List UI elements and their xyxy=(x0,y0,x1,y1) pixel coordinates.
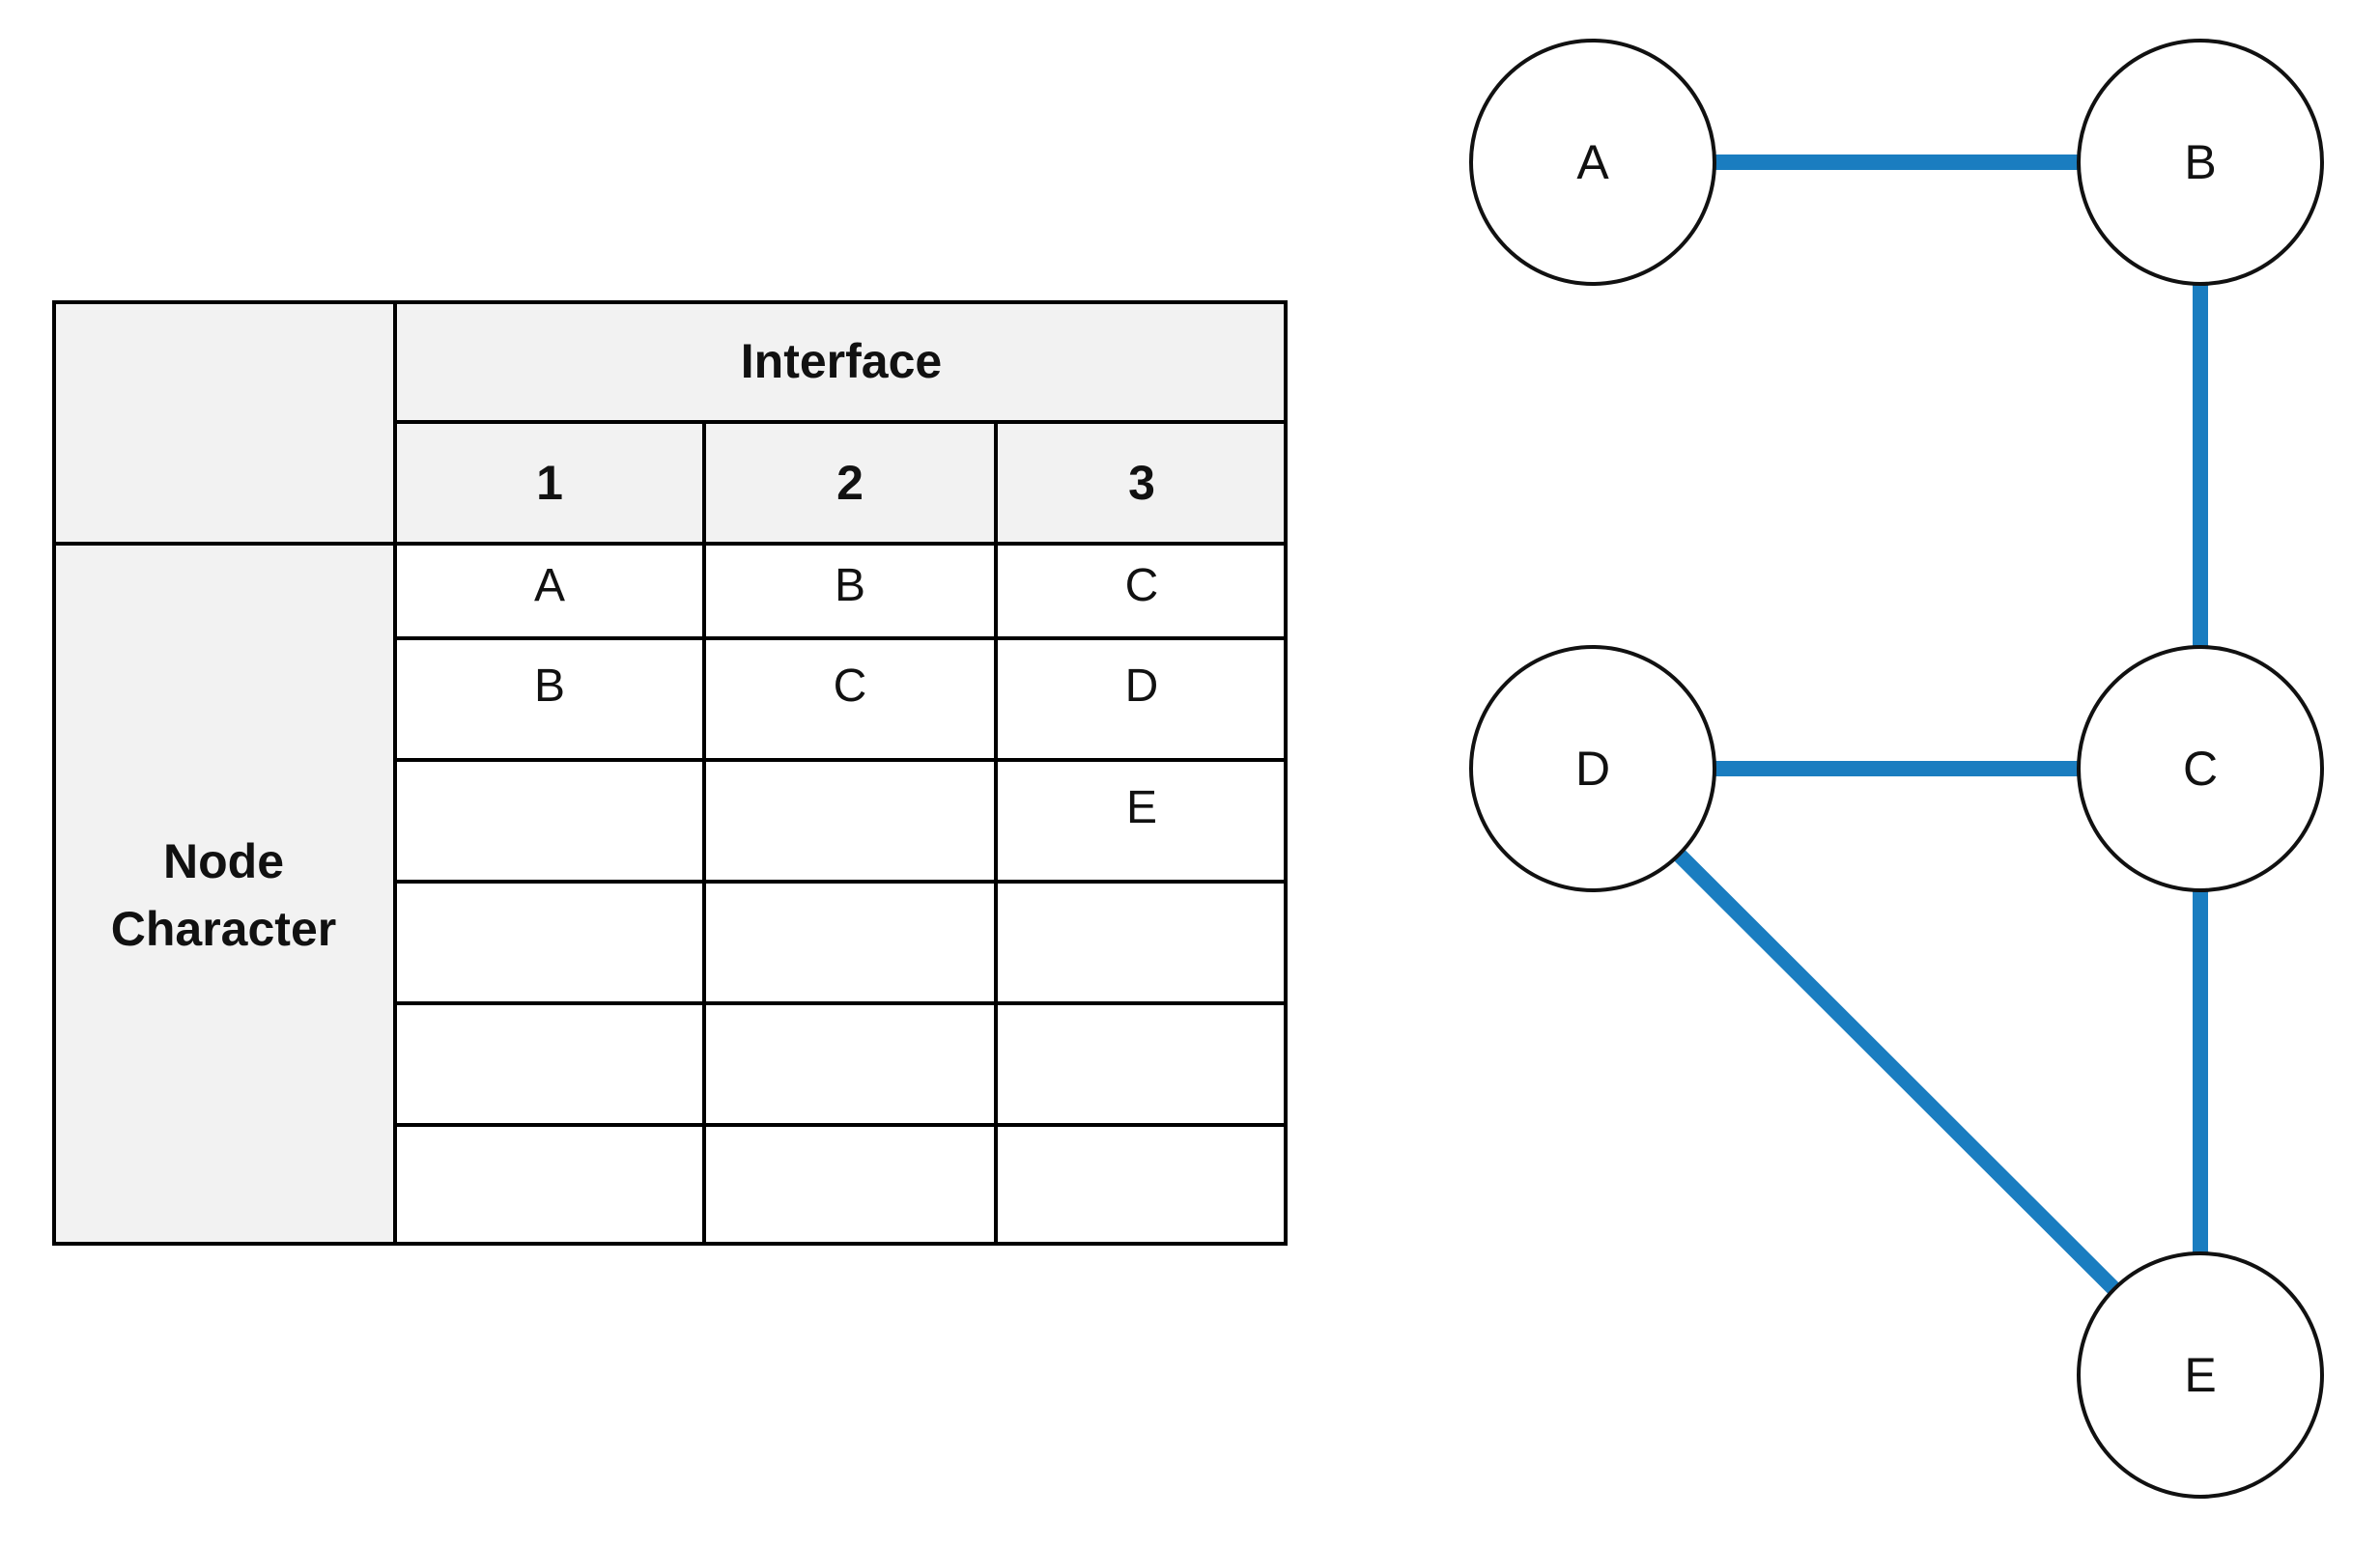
node-label: A xyxy=(1576,135,1609,189)
node-circle xyxy=(2077,1251,2324,1499)
table-cell xyxy=(996,1003,1288,1125)
table-border-bottom xyxy=(52,1242,1288,1246)
node-C: C xyxy=(2077,645,2324,892)
column-header-3: 3 xyxy=(996,422,1288,544)
col-divider-2 xyxy=(994,422,998,1246)
node-character-header: Node Character xyxy=(52,544,395,1246)
row-header-divider xyxy=(393,300,397,1246)
table-cell xyxy=(395,1125,704,1246)
table-cell xyxy=(704,882,996,1003)
table-cell xyxy=(996,1125,1288,1246)
table-cell xyxy=(395,760,704,882)
network-graph: A B C D E xyxy=(1469,39,2324,1499)
row-divider xyxy=(395,880,1288,884)
edge-D-E xyxy=(1673,849,2120,1295)
table-cell: B xyxy=(834,560,865,611)
table-cell: E xyxy=(1125,782,1157,833)
table-cell: A xyxy=(533,560,565,611)
row-divider xyxy=(395,636,1288,640)
node-A: A xyxy=(1469,39,1716,286)
node-label: C xyxy=(2183,742,2218,796)
column-header-2: 2 xyxy=(704,422,996,544)
node-circle xyxy=(2077,645,2324,892)
corner-cell xyxy=(52,300,395,544)
table-cell: C xyxy=(833,660,867,712)
row-divider xyxy=(395,1001,1288,1005)
node-circle xyxy=(1469,39,1716,286)
node-B: B xyxy=(2077,39,2324,286)
column-header-1: 1 xyxy=(395,422,704,544)
table-cell xyxy=(395,882,704,1003)
table-border-top xyxy=(52,300,1288,304)
table-cell: C xyxy=(1124,560,1159,611)
table-cell: B xyxy=(533,660,565,712)
table-cell xyxy=(704,1125,996,1246)
row-divider xyxy=(395,1123,1288,1127)
interface-header: Interface xyxy=(395,300,1288,422)
row-divider xyxy=(395,758,1288,762)
node-E: E xyxy=(2077,1251,2324,1499)
table-border-right xyxy=(1284,300,1288,1246)
table-cell xyxy=(395,1003,704,1125)
table-cell xyxy=(704,760,996,882)
table-cell: D xyxy=(1124,660,1159,712)
node-circle xyxy=(1469,645,1716,892)
table-cell xyxy=(704,1003,996,1125)
node-label: B xyxy=(2184,135,2216,189)
header-bottom-line xyxy=(52,542,1288,546)
node-label: D xyxy=(1575,742,1610,796)
node-label: E xyxy=(2184,1348,2216,1402)
col-divider-1 xyxy=(702,422,706,1246)
node-circle xyxy=(2077,39,2324,286)
header-divider xyxy=(395,420,1288,424)
table-cell xyxy=(996,882,1288,1003)
table-border-left xyxy=(52,300,56,1246)
node-D: D xyxy=(1469,645,1716,892)
